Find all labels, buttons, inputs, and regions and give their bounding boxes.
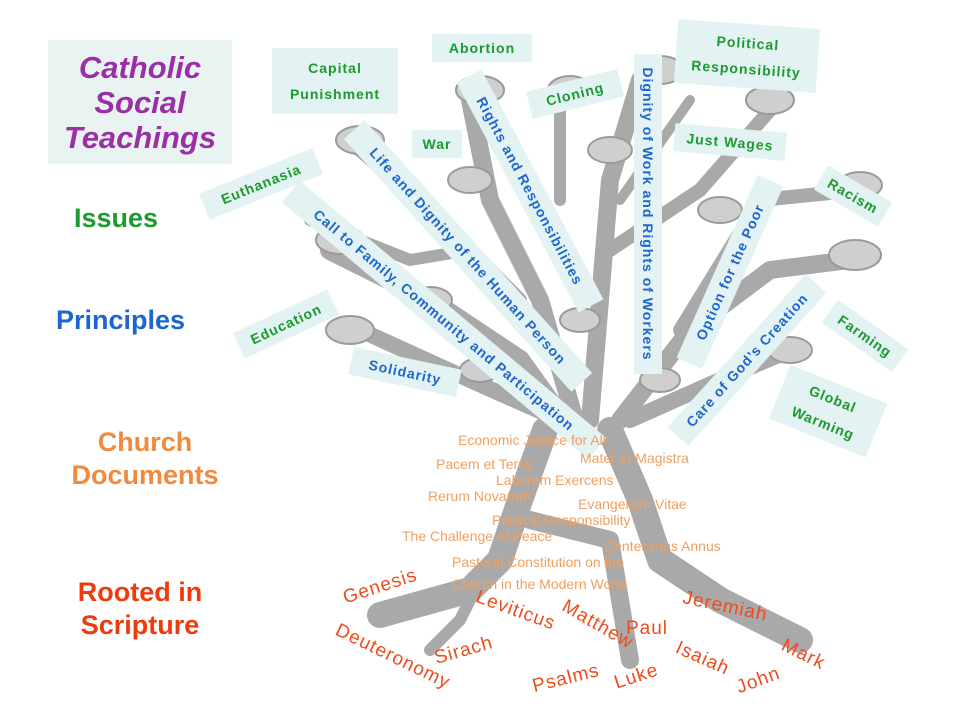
issue-political-responsibility: Political Responsibility	[673, 19, 821, 93]
issue-text: Responsibility	[690, 57, 802, 81]
issue-text: Punishment	[289, 86, 381, 102]
principle-dignity-of-work: Dignity of Work and Rights of Workers	[634, 54, 662, 374]
document-title: Pastoral Constitution on the	[452, 554, 624, 570]
document-title: Rerum Novarum	[428, 488, 531, 504]
issue-capital-punishment: Capital Punishment	[272, 48, 398, 114]
scripture-label: Rooted in Scripture	[60, 576, 220, 642]
issue-war: War	[412, 130, 462, 158]
document-title: Church in the Modern World	[452, 576, 627, 592]
document-title: Political Responsibility	[492, 512, 631, 528]
title-line: Social	[94, 84, 186, 120]
issue-text: Capital	[308, 60, 362, 76]
principles-label: Principles	[56, 305, 186, 335]
title-line: Teachings	[63, 119, 217, 155]
document-title: Economic Justice for All	[458, 432, 606, 448]
documents-label: Church Documents	[58, 426, 232, 492]
issues-label: Issues	[74, 203, 159, 233]
title-box: Catholic Social Teachings	[48, 40, 232, 164]
scripture-label-line: Rooted in	[77, 577, 203, 607]
scripture-label-line: Scripture	[80, 610, 200, 640]
document-title: The Challenge of Peace	[402, 528, 553, 544]
document-title: Mater et Magistra	[580, 450, 689, 466]
scripture-book: Paul	[626, 618, 669, 639]
document-title: Pacem et Terris	[436, 456, 533, 472]
document-title: Laborem Exercens	[496, 472, 614, 488]
document-title: Evangelium Vitae	[578, 496, 687, 512]
documents-label-line: Church	[97, 427, 193, 457]
documents-label-line: Documents	[71, 460, 219, 490]
document-title: Centesimus Annus	[604, 538, 721, 554]
issue-abortion: Abortion	[432, 34, 532, 62]
title-line: Catholic	[78, 49, 202, 85]
